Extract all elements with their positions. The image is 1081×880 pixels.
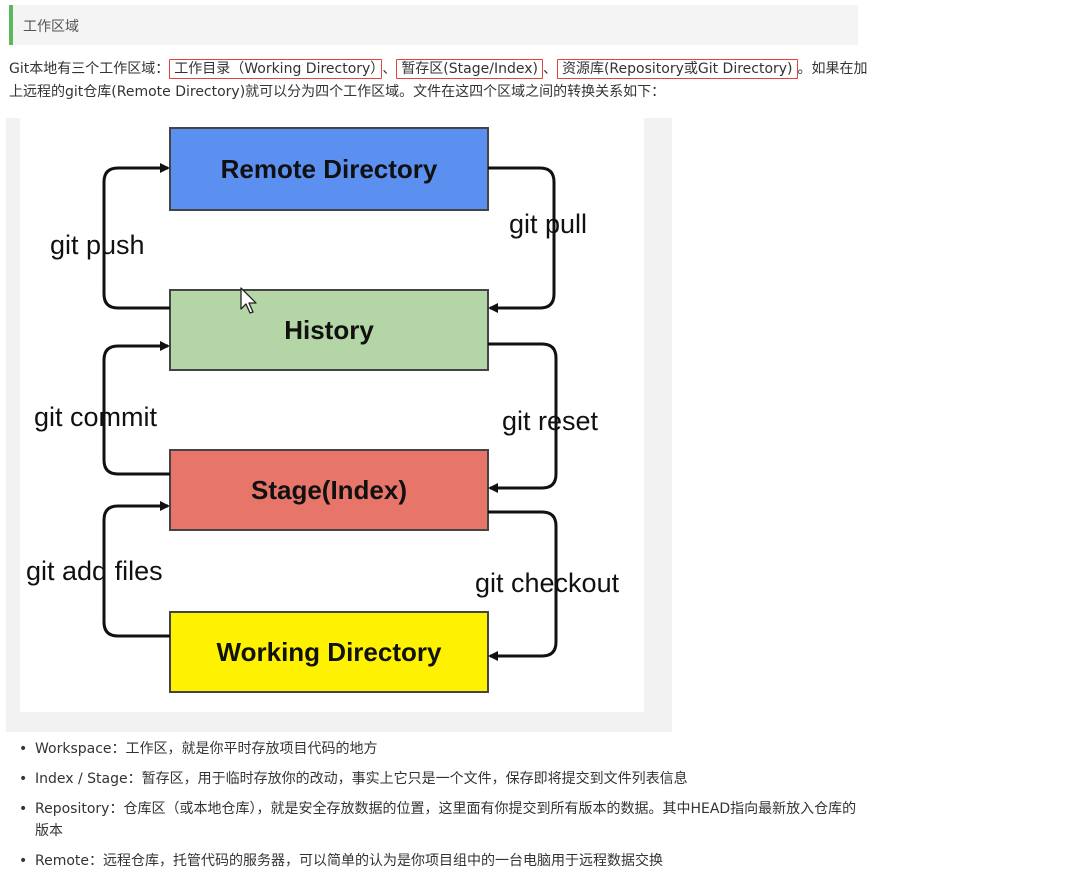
list-item: Index / Stage：暂存区，用于临时存放你的改动，事实上它只是一个文件，… <box>17 768 857 790</box>
git-pull-arrow <box>488 166 556 313</box>
git-pull-label: git pull <box>509 209 587 239</box>
intro-line-2: 上远程的git仓库(Remote Directory)就可以分为四个工作区域。文… <box>9 84 666 100</box>
intro-suffix: 。如果在加 <box>797 61 868 77</box>
area-working-directory: 工作目录（Working Directory） <box>169 59 383 79</box>
list-item: Repository：仓库区（或本地仓库），就是安全存放数据的位置，这里面有你提… <box>17 798 857 842</box>
section-title: 工作区域 <box>23 19 79 35</box>
intro-separator: 、 <box>542 61 557 77</box>
git-reset-label: git reset <box>502 406 599 436</box>
git-commit-label: git commit <box>34 402 158 432</box>
git-push-arrow <box>102 163 170 310</box>
list-item: Workspace：工作区，就是你平时存放项目代码的地方 <box>17 738 857 760</box>
git-add-files-arrow <box>102 501 170 638</box>
git-commit-arrow <box>102 341 170 476</box>
stage-index-box <box>169 449 489 531</box>
diagram-svg: Remote Directory History Stage(Index) Wo… <box>20 118 644 712</box>
intro-separator: 、 <box>382 61 397 77</box>
area-stage-index: 暂存区(Stage/Index) <box>396 59 543 79</box>
working-directory-box-label: Working Directory <box>217 637 442 667</box>
intro-line-1: Git本地有三个工作区域：工作目录（Working Directory）、暂存区… <box>9 58 868 81</box>
mouse-cursor-icon <box>240 287 257 314</box>
git-push-label: git push <box>50 230 145 260</box>
history-box-label: History <box>284 315 374 345</box>
remote-directory-box <box>169 127 489 211</box>
git-workflow-diagram: Remote Directory History Stage(Index) Wo… <box>6 118 672 732</box>
intro-prefix: Git本地有三个工作区域： <box>9 61 170 77</box>
remote-directory-box-label: Remote Directory <box>221 154 438 184</box>
working-directory-box <box>169 611 489 693</box>
git-checkout-arrow <box>488 510 558 661</box>
git-checkout-label: git checkout <box>475 568 620 598</box>
git-add-files-label: git add files <box>26 556 163 586</box>
intro-paragraph: Git本地有三个工作区域：工作目录（Working Directory）、暂存区… <box>9 58 868 104</box>
list-item: Remote：远程仓库，托管代码的服务器，可以简单的认为是你项目组中的一台电脑用… <box>17 850 857 872</box>
stage-index-box-label: Stage(Index) <box>251 475 407 505</box>
area-repository: 资源库(Repository或Git Directory) <box>556 59 798 79</box>
git-reset-arrow <box>488 342 558 493</box>
history-box <box>169 289 489 371</box>
section-header: 工作区域 <box>9 5 858 45</box>
area-definitions-list: Workspace：工作区，就是你平时存放项目代码的地方 Index / Sta… <box>17 738 857 880</box>
